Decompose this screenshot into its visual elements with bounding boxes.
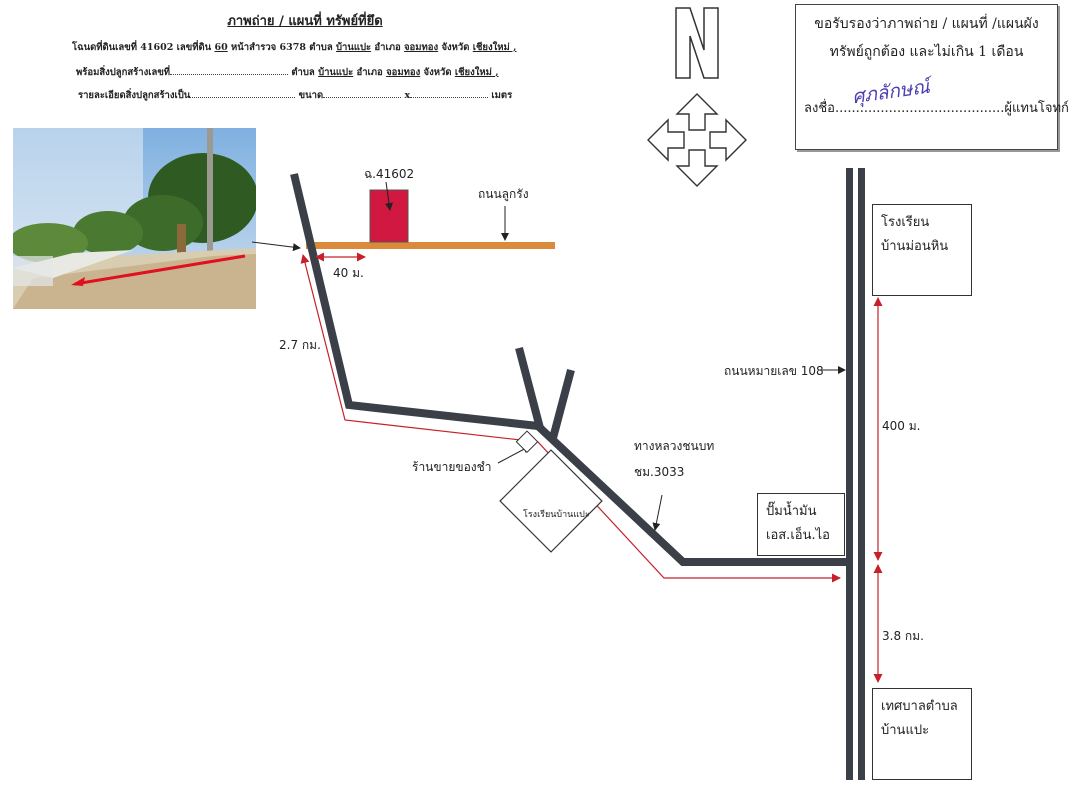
- rural-road-label-1: ทางหลวงชนบท: [634, 439, 715, 453]
- district-label: อำเภอ: [374, 42, 401, 53]
- school-monhin-box: โรงเรียน บ้านม่อนหิน: [872, 204, 972, 296]
- building-detail-blank: [190, 88, 296, 98]
- photo-arrow-line: [74, 254, 246, 286]
- photo-pointer-arrow: [251, 241, 301, 252]
- north-arrow-icon: [675, 7, 719, 79]
- shop-marker: [515, 430, 539, 454]
- site-photo-drawing: [13, 128, 256, 309]
- province-value: เชียงใหม่ ,: [472, 42, 517, 53]
- deed-number-text: โฉนดที่ดินเลขที่ 41602 เลขที่ดิน: [72, 42, 212, 53]
- gas-station-line-2: เอส.เอ็น.ไอ: [766, 528, 830, 543]
- building-detail-line: รายละเอียดสิ่งปลูกสร้างเป็น ขนาด x เมตร: [78, 88, 512, 103]
- side-road-1: [515, 346, 544, 430]
- district-value: จอมทอง: [403, 42, 439, 53]
- parcel-pointer-arrow: [385, 181, 393, 211]
- subdistrict-value: บ้านแปะ: [335, 42, 372, 53]
- gas-station-line-1: ปั๊มน้ำมัน: [766, 504, 817, 519]
- certification-line-2: ทรัพย์ถูกต้อง และไม่เกิน 1 เดือน: [829, 44, 1024, 60]
- survey-page-text: หน้าสำรวจ 6378 ตำบล: [231, 42, 333, 53]
- certification-box: ขอรับรองว่าภาพถ่าย / แผนที่ /แผนผัง ทรัพ…: [795, 4, 1069, 150]
- parcel-label: ฉ.41602: [364, 167, 415, 181]
- size-label: ขนาด: [298, 90, 324, 101]
- site-photo: [13, 128, 256, 309]
- district-label-2: อำเภอ: [356, 67, 383, 78]
- road-to-site: [290, 173, 539, 430]
- building-detail-label: รายละเอียดสิ่งปลูกสร้างเป็น: [78, 90, 191, 101]
- certification-line-1: ขอรับรองว่าภาพถ่าย / แผนที่ /แผนผัง: [814, 16, 1039, 32]
- sign-suffix: ผู้แทนโจทก์: [1004, 101, 1069, 116]
- subdistrict-label: ตำบล: [291, 67, 315, 78]
- subdistrict-value-2: บ้านแปะ: [318, 67, 354, 78]
- distance-400m-label: 400 ม.: [882, 419, 921, 433]
- deed-line: โฉนดที่ดินเลขที่ 41602 เลขที่ดิน 60 หน้า…: [72, 40, 516, 55]
- school-monhin-line-2: บ้านม่อนหิน: [881, 239, 949, 254]
- distance-3-8km-label: 3.8 กม.: [882, 629, 924, 643]
- photo-arrow-head: [71, 277, 85, 286]
- municipality-line-2: บ้านแปะ: [881, 723, 930, 738]
- rural-road-label-2: ชม.3033: [634, 465, 685, 479]
- province-label: จังหวัด: [441, 42, 470, 53]
- land-number: 60: [214, 42, 228, 53]
- sign-dots: ........................................…: [834, 101, 1005, 116]
- unit-meter: เมตร: [491, 90, 513, 101]
- highway-108-label: ถนนหมายเลข 108: [724, 364, 824, 378]
- building-line: พร้อมสิ่งปลูกสร้างเลขที่ ตำบล บ้านแปะ อำ…: [76, 65, 499, 80]
- building-number-label: พร้อมสิ่งปลูกสร้างเลขที่: [76, 67, 171, 78]
- highway-108-lane-2: [858, 168, 865, 780]
- school-banpae-label: โรงเรียนบ้านแปะ: [523, 510, 590, 520]
- highway-108-lane-1: [846, 168, 853, 780]
- gas-station-box: ปั๊มน้ำมัน เอส.เอ็น.ไอ: [757, 493, 845, 556]
- rural-road-pointer-arrow: [652, 494, 663, 531]
- dirt-road-label: ถนนลูกรัง: [478, 187, 529, 201]
- dirt-road: [306, 242, 555, 249]
- building-number-blank: [170, 65, 289, 75]
- size-length-blank: [410, 88, 489, 98]
- municipality-box: เทศบาลตำบล บ้านแปะ: [872, 688, 972, 780]
- sign-prefix: ลงชื่อ: [804, 101, 835, 116]
- signature-line: ลงชื่อ..................................…: [804, 76, 1069, 118]
- municipality-line-1: เทศบาลตำบล: [881, 699, 958, 714]
- size-x: x: [404, 90, 411, 101]
- compass-rose-icon: [647, 93, 747, 187]
- distance-40m-label: 40 ม.: [333, 266, 364, 280]
- page-title: ภาพถ่าย / แผนที่ ทรัพย์ที่ยึด: [227, 14, 383, 29]
- size-width-blank: [323, 88, 402, 98]
- district-value-2: จอมทอง: [386, 67, 421, 78]
- school-monhin-line-1: โรงเรียน: [881, 215, 930, 230]
- shop-label: ร้านขายของชำ: [412, 460, 492, 474]
- side-road-2: [549, 368, 575, 440]
- distance-2-7km-label: 2.7 กม.: [279, 338, 321, 352]
- province-label-2: จังหวัด: [423, 67, 452, 78]
- school-banpae-box: [499, 449, 603, 553]
- land-parcel-41602: [369, 189, 409, 243]
- province-value-2: เชียงใหม่ ,: [454, 67, 499, 78]
